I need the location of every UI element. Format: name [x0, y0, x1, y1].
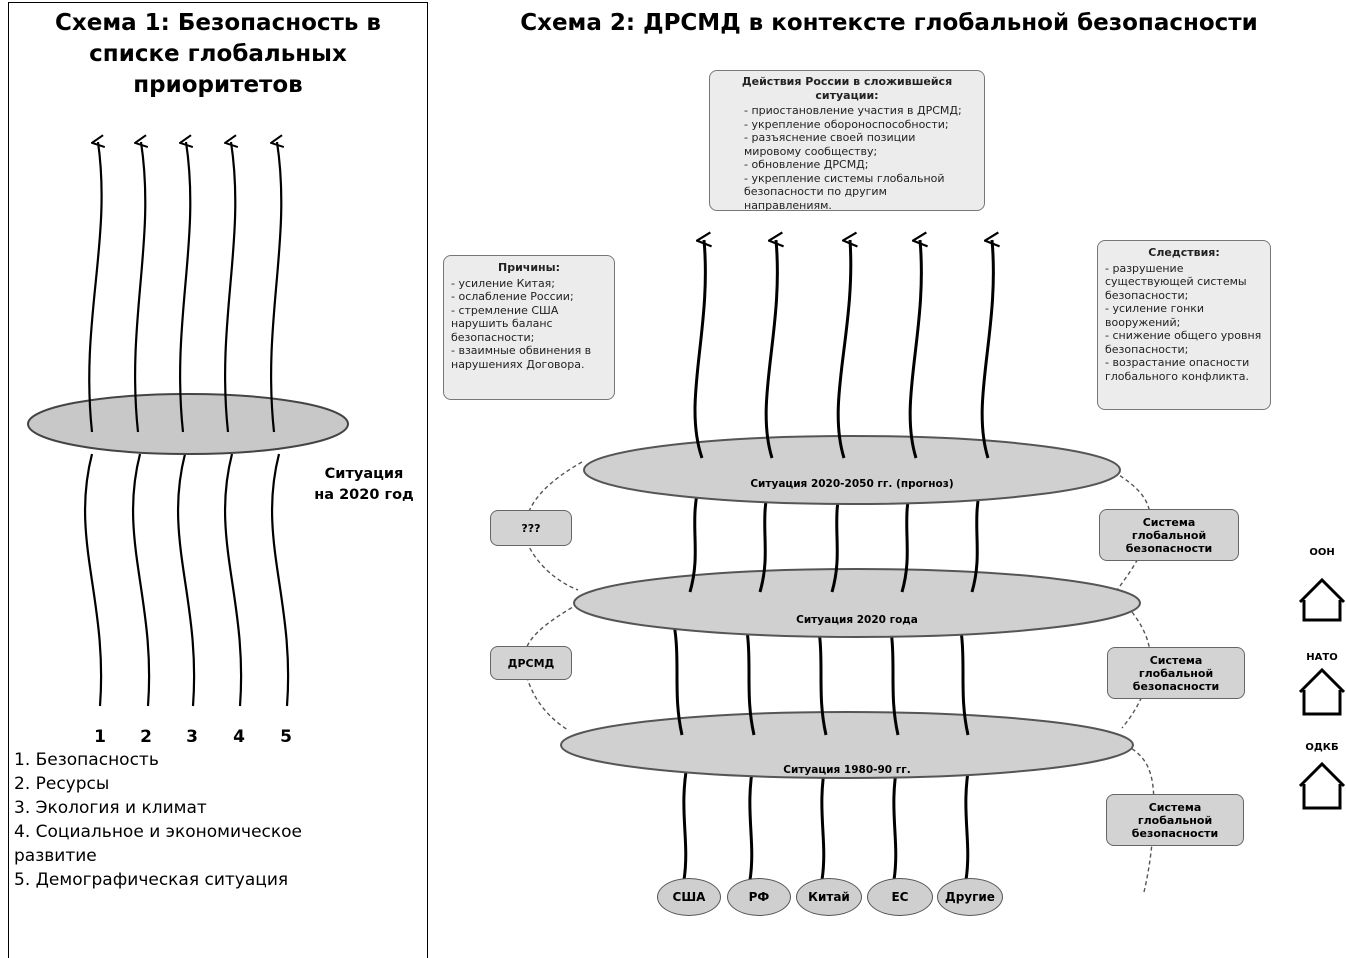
priority-line-1-lower [83, 453, 103, 707]
consequences-line-1: - разрушение существующей системы безопа… [1105, 261, 1247, 302]
consequences-box: Следствия: - разрушение существующей сис… [1097, 240, 1271, 410]
un-house-icon [1298, 577, 1346, 622]
actor-usa: США [657, 878, 721, 916]
actor-line-usa [682, 759, 690, 881]
right-dashed-connector-bottom [1125, 744, 1155, 893]
legend-item-5: 5. Демографическая ситуация [14, 870, 289, 890]
ellipse-2020-2050-label: Ситуация 2020-2050 гг. (прогноз) [750, 478, 954, 490]
nato-house-icon [1298, 667, 1346, 716]
priority-number-3: 3 [186, 727, 198, 747]
future-arrow-4 [908, 240, 921, 459]
priority-line-1-upper [88, 142, 101, 433]
ellipse-1980-90-label: Ситуация 1980-90 гг. [783, 764, 911, 776]
actor-eu: ЕС [867, 878, 933, 916]
priority-line-5-lower [270, 453, 290, 707]
global-security-system-pill-mid: Система глобальной безопасности [1107, 647, 1245, 699]
causes-box: Причины: - усиление Китая; - ослабление … [443, 255, 615, 400]
situation-2020-label: Ситуация на 2020 год [314, 466, 414, 503]
priority-line-4-upper [225, 142, 235, 433]
actions-line-1: - приостановление участия в ДРСМД; [744, 104, 962, 117]
legend-item-3: 3. Экология и климат [14, 798, 207, 818]
actor-line-rf [748, 759, 756, 881]
situation-2020-ellipse [27, 393, 349, 455]
causes-line-4: - взаимные обвинения в нарушениях Догово… [451, 344, 592, 371]
actions-title: Действия России в сложившейся ситуации: [741, 75, 953, 102]
scheme1-diagram: 1 2 3 4 5 [27, 0, 349, 747]
scheme1-legend: 1. Безопасность 2. Ресурсы 3. Экология и… [14, 748, 374, 892]
right-dashed-connector-mid [1121, 611, 1152, 729]
un-label: ООН [1309, 547, 1335, 558]
ellipse-2020 [573, 568, 1141, 638]
legend-item-2: 2. Ресурсы [14, 774, 110, 794]
priority-line-2-upper [135, 142, 145, 433]
global-security-system-pill-bottom: Система глобальной безопасности [1106, 794, 1244, 846]
legend-item-4: 4. Социальное и экономическое развитие [14, 822, 303, 866]
ellipse-1980-90 [560, 711, 1134, 779]
priority-line-3-upper [180, 142, 190, 433]
priority-line-4-lower [223, 453, 243, 707]
scheme2-title: Схема 2: ДРСМД в контексте глобальной бе… [520, 10, 1258, 36]
nato-label: НАТО [1306, 652, 1338, 663]
causes-line-3: - стремление США нарушить баланс безопас… [451, 303, 559, 344]
consequences-line-3: - снижение общего уровня безопасности; [1105, 329, 1262, 356]
actor-others: Другие [937, 878, 1003, 916]
priority-line-2-lower [131, 453, 151, 707]
priority-number-5: 5 [280, 727, 292, 747]
priority-number-4: 4 [233, 727, 245, 747]
future-arrow-3 [836, 240, 851, 459]
priority-line-5-upper [271, 142, 281, 433]
consequences-title: Следствия: [1148, 246, 1220, 259]
legend-item-1: 1. Безопасность [14, 750, 159, 770]
actions-line-2: - укрепление обороноспособности; [744, 117, 949, 131]
actor-line-others [964, 759, 972, 881]
future-arrow-1 [693, 240, 705, 459]
inf-treaty-pill: ДРСМД [490, 646, 572, 680]
actions-line-5: - укрепление системы глобальной безопасн… [744, 171, 945, 212]
priority-number-2: 2 [140, 727, 152, 747]
csto-label: ОДКБ [1305, 742, 1339, 753]
left-dashed-connector-bottom [523, 603, 579, 731]
causes-title: Причины: [498, 261, 560, 274]
right-dashed-connector-top [1113, 471, 1151, 591]
priority-line-3-lower [176, 453, 196, 707]
consequences-line-2: - усиление гонки вооружений; [1105, 302, 1205, 329]
future-arrow-2 [764, 240, 777, 459]
scheme1-panel [8, 2, 428, 958]
global-security-system-pill-top: Система глобальной безопасности [1099, 509, 1239, 561]
scheme1-title: Схема 1: Безопасность в списке глобальны… [55, 10, 381, 98]
csto-house-icon [1298, 761, 1346, 810]
actor-china: Китай [796, 878, 862, 916]
future-arrow-5 [980, 240, 993, 459]
priority-number-1: 1 [94, 727, 106, 747]
ellipse-2020-label: Ситуация 2020 года [796, 614, 918, 626]
causes-line-2: - ослабление России; [451, 290, 574, 303]
actor-rf: РФ [727, 878, 791, 916]
actions-line-3: - разъяснение своей позиции мировому соо… [744, 131, 916, 158]
ellipse-2020-2050 [583, 435, 1121, 505]
actions-box: Действия России в сложившейся ситуации: … [709, 70, 985, 212]
scheme2-diagram [523, 0, 1346, 893]
causes-line-1: - усиление Китая; [451, 276, 556, 290]
consequences-line-4: - возрастание опасности глобального конф… [1105, 356, 1250, 383]
actions-line-4: - обновление ДРСМД; [744, 158, 869, 171]
unknown-treaty-pill: ??? [490, 510, 572, 546]
